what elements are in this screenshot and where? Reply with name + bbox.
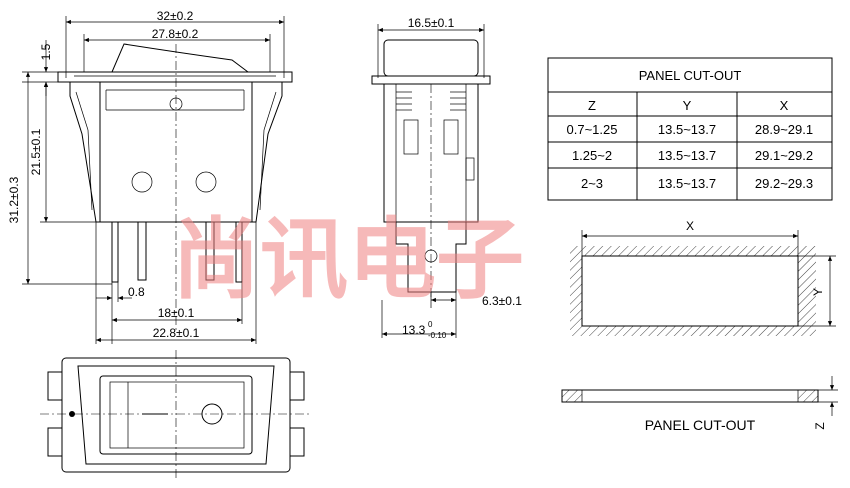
cutout-z-label: Z [813, 422, 827, 429]
table-cell: 13.5~13.7 [658, 148, 716, 163]
side-ribs [396, 91, 475, 181]
dim-overall-width: 32±0.2 [157, 9, 194, 23]
table-cell: 29.2~29.3 [755, 176, 813, 191]
dim-side-depth-tol: -0.10 [428, 331, 447, 340]
table-cell: 28.9~29.1 [755, 122, 813, 137]
dim-height-total: 31.2±0.3 [7, 176, 21, 223]
table-title: PANEL CUT-OUT [639, 68, 742, 83]
table-cell: 13.5~13.7 [658, 122, 716, 137]
front-terminals [111, 221, 243, 283]
dim-actuator-width: 27.8±0.2 [152, 27, 199, 41]
cutout-caption: PANEL CUT-OUT [645, 417, 756, 433]
dim-height-body: 21.5±0.1 [29, 128, 43, 175]
watermark: 尚讯电子 [172, 207, 524, 311]
cutout-y-label: Y [811, 288, 825, 296]
dim-flange: 1.5 [39, 43, 53, 60]
cutout-drawing: X Y Z PANEL CUT-OUT [561, 219, 838, 433]
table-header-z: Z [588, 98, 596, 113]
dim-body-width: 22.8±0.1 [153, 326, 200, 340]
dim-terminal-width: 0.8 [128, 285, 145, 299]
table-cell: 13.5~13.7 [658, 176, 716, 191]
dim-side-depth-sup: 0 [428, 320, 433, 329]
table-cell: 29.1~29.2 [755, 148, 813, 163]
dim-side-depth: 13.3 [402, 323, 426, 337]
top-view [40, 350, 310, 478]
table-header-y: Y [683, 98, 692, 113]
dim-terminal-spacing: 18±0.1 [158, 306, 195, 320]
table-cell: 1.25~2 [572, 148, 612, 163]
front-view: 32±0.2 27.8±0.2 [7, 9, 293, 344]
table-cell: 2~3 [581, 176, 603, 191]
table-cell: 0.7~1.25 [567, 122, 618, 137]
cutout-x-label: X [686, 219, 694, 233]
panel-cutout-table: PANEL CUT-OUT Z Y X 0.7~1.25 13.5~13.7 2… [547, 57, 833, 201]
side-view: 16.5±0.1 6.3±0.1 13.3 0 [371, 16, 522, 340]
dim-terminal-offset: 6.3±0.1 [482, 294, 522, 308]
table-header-x: X [780, 98, 789, 113]
dim-side-width: 16.5±0.1 [408, 16, 455, 30]
